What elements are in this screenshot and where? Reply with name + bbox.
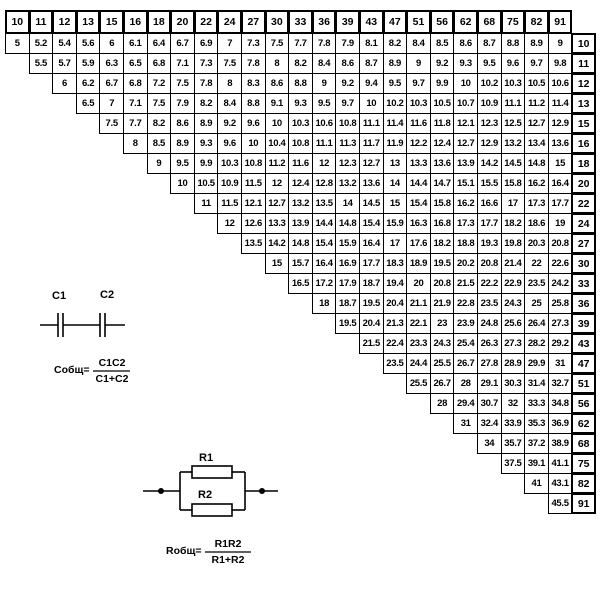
top-header-cell: 68 bbox=[477, 10, 502, 34]
table-cell: 45.5 bbox=[547, 493, 573, 514]
table-cell: 5.5 bbox=[28, 53, 54, 74]
resistor-r1-label: R1 bbox=[199, 452, 214, 464]
top-header-cell: 15 bbox=[99, 10, 124, 34]
table-cell: 29.2 bbox=[547, 333, 573, 354]
capacitor-c1-label: C1 bbox=[52, 290, 67, 302]
capacitor-formula-lhs: Cобщ= bbox=[54, 364, 90, 376]
table-cell: 22.6 bbox=[547, 253, 573, 274]
capacitor-formula-numerator: C1C2 bbox=[98, 357, 126, 369]
top-header-cell: 30 bbox=[264, 10, 290, 34]
table-cell: 36.9 bbox=[547, 413, 573, 434]
capacitor-c2-label: C2 bbox=[100, 289, 115, 301]
table-cell: 12 bbox=[217, 213, 242, 234]
resistor-formula-numerator: R1R2 bbox=[214, 538, 242, 550]
resistor-r2-label: R2 bbox=[198, 489, 213, 501]
resistor-formula-lhs: Rобщ= bbox=[166, 545, 202, 557]
capacitor-formula-denominator: C1+C2 bbox=[95, 373, 129, 385]
table-cell: 20.8 bbox=[547, 233, 573, 254]
top-header-cell: 18 bbox=[146, 10, 172, 34]
top-header-cell: 10 bbox=[5, 10, 30, 34]
top-header-cell: 91 bbox=[547, 10, 573, 34]
resistor-formula-denominator: R1+R2 bbox=[211, 554, 245, 566]
